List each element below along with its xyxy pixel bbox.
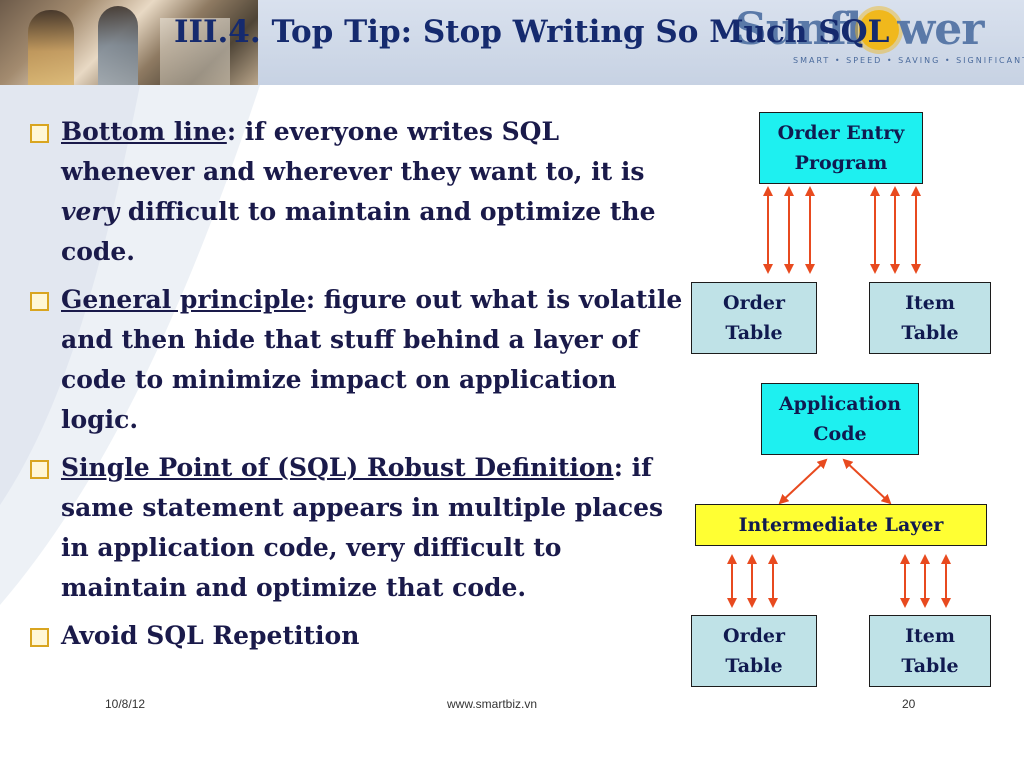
- diagram-arrows: [727, 186, 951, 608]
- bullet-avoid-repetition: Avoid SQL Repetition: [30, 616, 688, 656]
- footer-page-number: 20: [902, 697, 916, 711]
- checkbox-bullet-icon: [30, 628, 49, 647]
- bullet-term: General principle: [61, 285, 306, 314]
- bullet-emphasis: very: [61, 197, 120, 226]
- checkbox-bullet-icon: [30, 292, 49, 311]
- bullet-single-point: Single Point of (SQL) Robust Definition:…: [30, 448, 688, 608]
- background-wave: [0, 85, 260, 605]
- logo-tagline: SMART • SPEED • SAVING • SIGNIFICANT: [793, 56, 1024, 65]
- intermediate-layer-box: Intermediate Layer: [695, 504, 987, 546]
- footer-url: www.smartbiz.vn: [447, 697, 538, 711]
- sun-icon: [859, 10, 900, 50]
- bullet-general-principle: General principle: figure out what is vo…: [30, 280, 688, 440]
- bullet-term: Bottom line: [61, 117, 227, 146]
- header-photo: [0, 0, 258, 85]
- slide-title: III.4. Top Tip: Stop Writing So Much SQL: [174, 14, 890, 50]
- bullet-list: Bottom line: if everyone writes SQL when…: [30, 112, 688, 664]
- checkbox-bullet-icon: [30, 124, 49, 143]
- arrow-app-intermediate-right: [842, 458, 892, 505]
- arrow-app-intermediate-left: [778, 458, 828, 505]
- bullet-term: Single Point of (SQL) Robust Definition: [61, 453, 614, 482]
- footer-date: 10/8/12: [105, 697, 146, 711]
- checkbox-bullet-icon: [30, 460, 49, 479]
- bullet-bottom-line: Bottom line: if everyone writes SQL when…: [30, 112, 688, 272]
